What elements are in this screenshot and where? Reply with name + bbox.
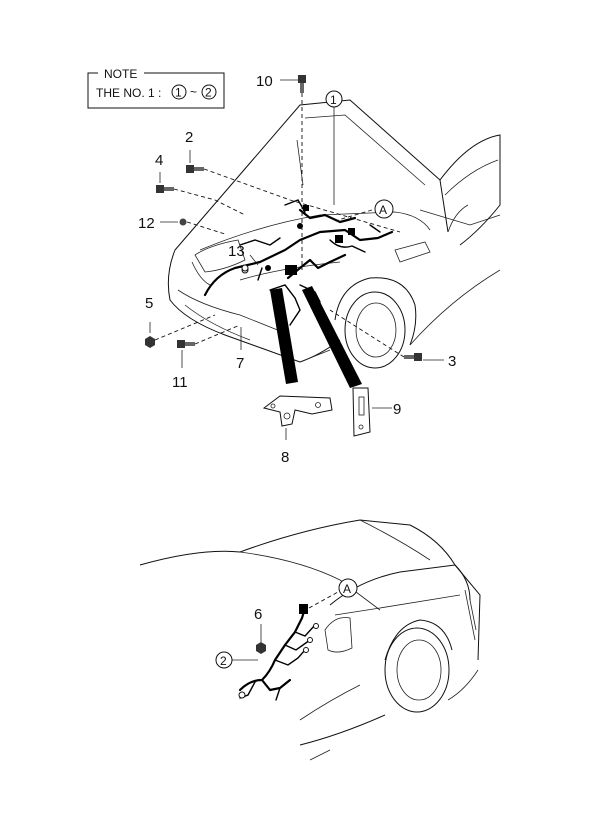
svg-text:2: 2	[220, 654, 227, 668]
nut-icon	[256, 642, 266, 654]
bracket-8	[262, 395, 333, 427]
note-text: THE NO. 1 :	[96, 86, 161, 100]
rear-wiring-harness	[238, 604, 319, 701]
top-car-outline	[167, 99, 501, 369]
callout-10: 10	[256, 73, 273, 90]
ref-a-bottom: A	[338, 578, 358, 598]
callout-7: 7	[236, 355, 244, 372]
callout-9: 9	[393, 401, 401, 418]
note-range-from: 1	[175, 86, 182, 100]
bracket-9	[352, 387, 371, 437]
callout-5: 5	[145, 295, 153, 312]
clip-icon	[241, 264, 249, 272]
ref-a-top: A	[374, 199, 394, 219]
ref-circled-1: 1	[325, 90, 343, 108]
note-title: NOTE	[104, 67, 137, 81]
nut-icon	[145, 336, 155, 348]
bolt-icon	[156, 185, 174, 193]
callout-4: 4	[155, 152, 163, 169]
bracket-pointer-bands	[270, 286, 362, 388]
callout-6: 6	[254, 606, 262, 623]
note-box: NOTE THE NO. 1 : 1 ~ 2	[87, 67, 225, 109]
ref-circled-2: 2	[215, 651, 233, 669]
bolt-icon	[177, 340, 195, 348]
bolt-icon	[404, 353, 422, 361]
nut-icon	[179, 218, 187, 226]
callout-13: 13	[228, 243, 245, 260]
callout-3: 3	[448, 353, 456, 370]
note-range-to: 2	[205, 86, 212, 100]
callout-11: 11	[172, 374, 188, 391]
fasteners	[145, 75, 422, 361]
bottom-leaders	[232, 591, 339, 661]
note-range-sep: ~	[190, 85, 197, 99]
svg-text:A: A	[343, 582, 351, 596]
callout-8: 8	[281, 449, 289, 466]
svg-text:1: 1	[330, 93, 337, 107]
svg-text:A: A	[379, 203, 387, 217]
engine-wiring-harness	[203, 199, 394, 326]
bolt-icon	[186, 165, 204, 173]
leader-lines	[149, 79, 444, 440]
dashed-leaders	[154, 93, 405, 358]
callout-2: 2	[185, 129, 193, 146]
callout-12: 12	[138, 215, 155, 232]
bolt-icon	[298, 75, 306, 93]
